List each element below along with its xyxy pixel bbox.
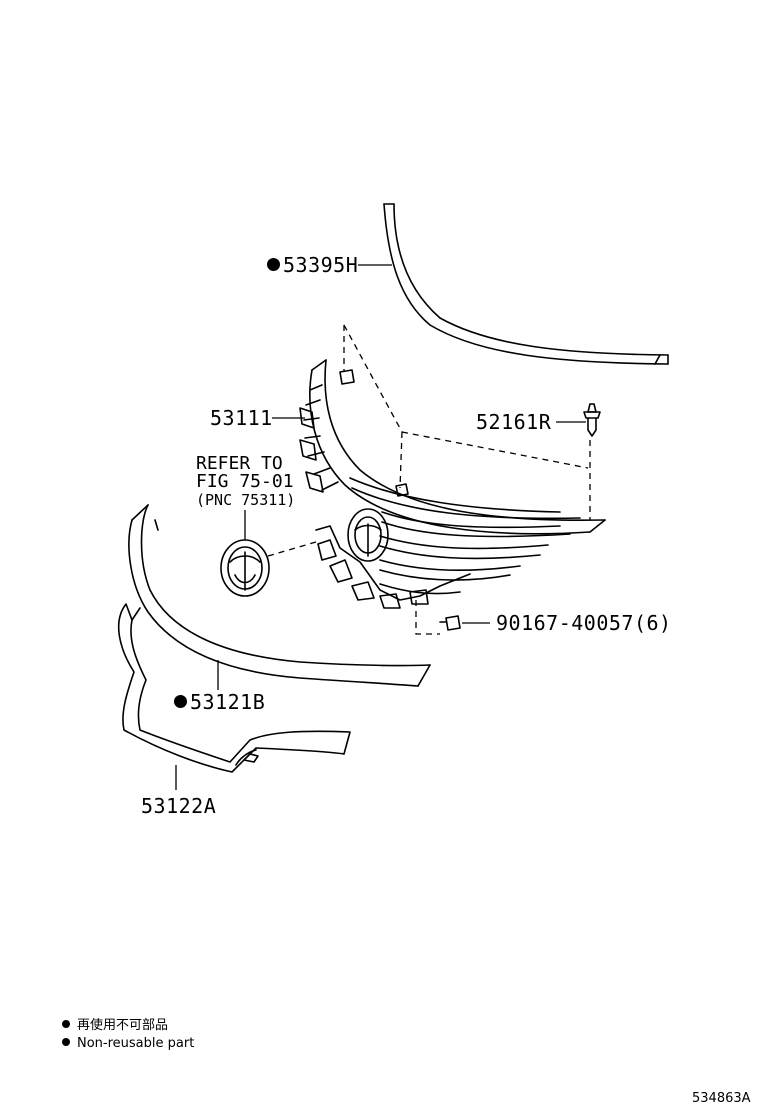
part-label-52161r: 52161R [476, 410, 552, 434]
figure-id: 534863A [692, 1091, 751, 1106]
screw-90167 [439, 615, 461, 631]
leader-lines [175, 264, 586, 790]
non-reusable-dot-icon [174, 695, 187, 708]
legend-jp: 再使用不可部品 [62, 1019, 168, 1032]
legend-dot-icon [62, 1020, 70, 1028]
non-reusable-dot-icon [267, 258, 280, 271]
legend-dot-icon [62, 1038, 70, 1046]
part-label-53111: 53111 [210, 406, 273, 430]
clip-52161r [583, 403, 601, 437]
part-label-90167: 90167-40057(6) [496, 611, 672, 635]
refer-note: REFER TO FIG 75-01 (PNC 75311) [196, 453, 296, 510]
radiator-grille [299, 359, 606, 609]
hood-molding-strip [383, 203, 669, 365]
part-label-53395h: 53395H [267, 255, 358, 275]
part-label-53122a: 53122A [141, 794, 217, 818]
part-label-53121b: 53121B [174, 692, 265, 712]
upper-grille-moulding [128, 504, 431, 687]
legend-en: Non-reusable part [62, 1037, 194, 1050]
front-emblem [220, 539, 270, 597]
lower-grille-moulding [117, 603, 351, 773]
dashed-guides [267, 324, 591, 635]
